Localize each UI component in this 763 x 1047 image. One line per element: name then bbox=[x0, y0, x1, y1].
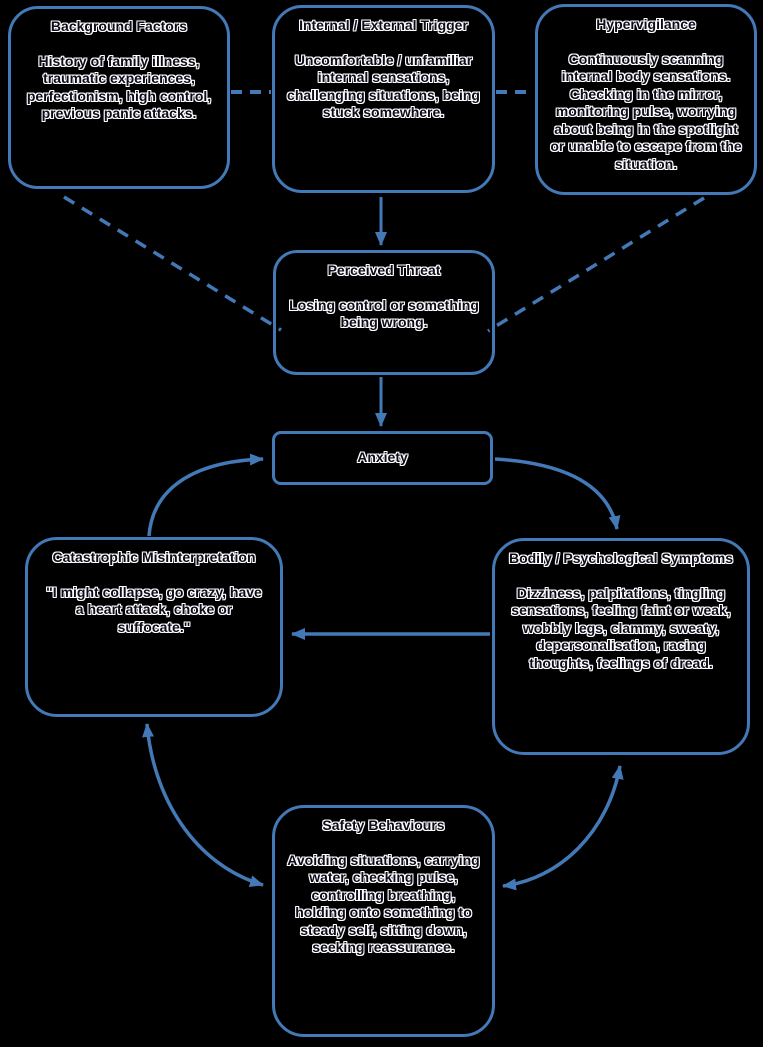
node-title: Anxiety bbox=[357, 449, 408, 466]
node-body: "I might collapse, go crazy, have a hear… bbox=[46, 583, 262, 635]
arrow-anxiety-to-bodily-symptoms bbox=[494, 457, 621, 530]
node-hypervigilance: Hypervigilance Continuously scanning int… bbox=[535, 4, 757, 195]
node-body: Uncomfortable / unfamiliar internal sens… bbox=[287, 51, 480, 121]
node-body: History of family illness, traumatic exp… bbox=[26, 52, 212, 122]
node-title: Catastrophic Misinterpretation bbox=[52, 549, 256, 565]
node-title: Safety Behaviours bbox=[322, 817, 445, 833]
node-body: Dizziness, palpitations, tingling sensat… bbox=[511, 584, 731, 671]
node-body: Continuously scanning internal body sens… bbox=[550, 50, 742, 172]
node-internal-external-trigger: Internal / External Trigger Uncomfortabl… bbox=[272, 5, 495, 193]
node-safety-behaviours: Safety Behaviours Avoiding situations, c… bbox=[272, 805, 495, 1037]
link-hypervigilance-to-perceived-threat bbox=[487, 196, 705, 333]
arrow-safety-bodily-bidirectional bbox=[502, 765, 624, 891]
arrow-catastrophic-safety-bidirectional bbox=[142, 723, 264, 888]
node-body: Losing control or something being wrong. bbox=[289, 296, 479, 331]
node-catastrophic-misinterpretation: Catastrophic Misinterpretation "I might … bbox=[25, 537, 283, 717]
node-anxiety: Anxiety bbox=[272, 431, 493, 485]
node-background-factors: Background Factors History of family ill… bbox=[8, 6, 230, 189]
node-title: Hypervigilance bbox=[596, 16, 696, 32]
node-title: Bodily / Psychological Symptoms bbox=[508, 550, 734, 566]
node-title: Background Factors bbox=[50, 18, 188, 34]
node-title: Perceived Threat bbox=[327, 262, 441, 278]
node-body: Avoiding situations, carrying water, che… bbox=[287, 851, 480, 956]
node-title: Internal / External Trigger bbox=[299, 17, 468, 33]
node-perceived-threat: Perceived Threat Losing control or somet… bbox=[273, 250, 495, 375]
link-background-to-perceived-threat bbox=[63, 195, 282, 332]
node-bodily-psychological-symptoms: Bodily / Psychological Symptoms Dizzines… bbox=[492, 538, 750, 755]
arrow-catastrophic-to-anxiety bbox=[147, 453, 264, 537]
